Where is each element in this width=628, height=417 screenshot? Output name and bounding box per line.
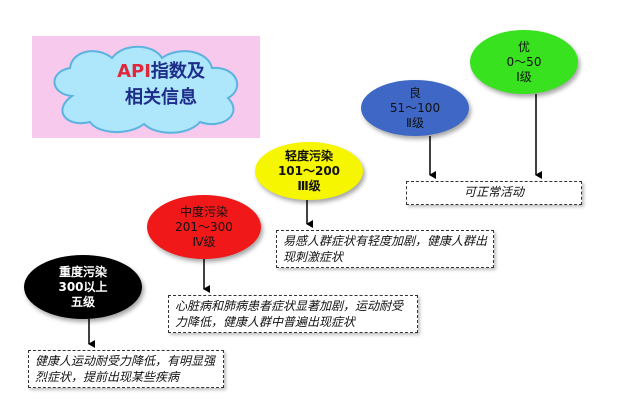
title-line1: 指数及 — [150, 61, 205, 82]
note-moderate-pollution: 心脏病和肺病患者症状显著加剧，运动耐受力降低，健康人群中普遍出现症状 — [168, 295, 418, 333]
grade-light-name: 轻度污染 — [284, 148, 333, 163]
cloud-shape — [53, 45, 239, 134]
grade-moderate-level: Ⅳ级 — [192, 234, 216, 249]
grade-excellent: 优 0～50 Ⅰ级 — [470, 30, 578, 94]
grade-light-range: 101～200 — [277, 163, 341, 178]
grade-moderate-pollution: 中度污染 201～300 Ⅳ级 — [147, 195, 261, 259]
note-light-pollution: 易感人群症状有轻度加剧，健康人群出现刺激症状 — [276, 230, 494, 268]
grade-moderate-range: 201～300 — [175, 219, 233, 234]
grade-light-pollution: 轻度污染 101～200 Ⅲ级 — [255, 142, 363, 200]
title-text: API指数及 相关信息 — [86, 59, 236, 111]
title-api: API — [117, 61, 151, 82]
grade-moderate-name: 中度污染 — [179, 204, 228, 219]
grade-good-level: Ⅱ级 — [406, 115, 424, 130]
grade-good-name: 良 — [408, 85, 421, 100]
grade-heavy-level: 五级 — [70, 294, 95, 309]
grade-excellent-range: 0～50 — [506, 54, 542, 69]
grade-heavy-name: 重度污染 — [58, 264, 107, 279]
grade-heavy-pollution: 重度污染 300以上 五级 — [24, 255, 142, 319]
grade-excellent-name: 优 — [517, 39, 530, 54]
grade-light-level: Ⅲ级 — [297, 178, 321, 193]
grade-heavy-range: 300以上 — [58, 279, 108, 294]
grade-good: 良 51～100 Ⅱ级 — [361, 80, 469, 136]
grade-excellent-level: Ⅰ级 — [516, 69, 532, 84]
title-panel: API指数及 相关信息 — [32, 36, 260, 138]
note-normal-activity: 可正常活动 — [406, 181, 582, 205]
grade-good-range: 51～100 — [389, 100, 441, 115]
title-line2: 相关信息 — [125, 87, 197, 108]
note-heavy-pollution: 健康人运动耐受力降低，有明显强烈症状，提前出现某些疾病 — [28, 350, 224, 388]
